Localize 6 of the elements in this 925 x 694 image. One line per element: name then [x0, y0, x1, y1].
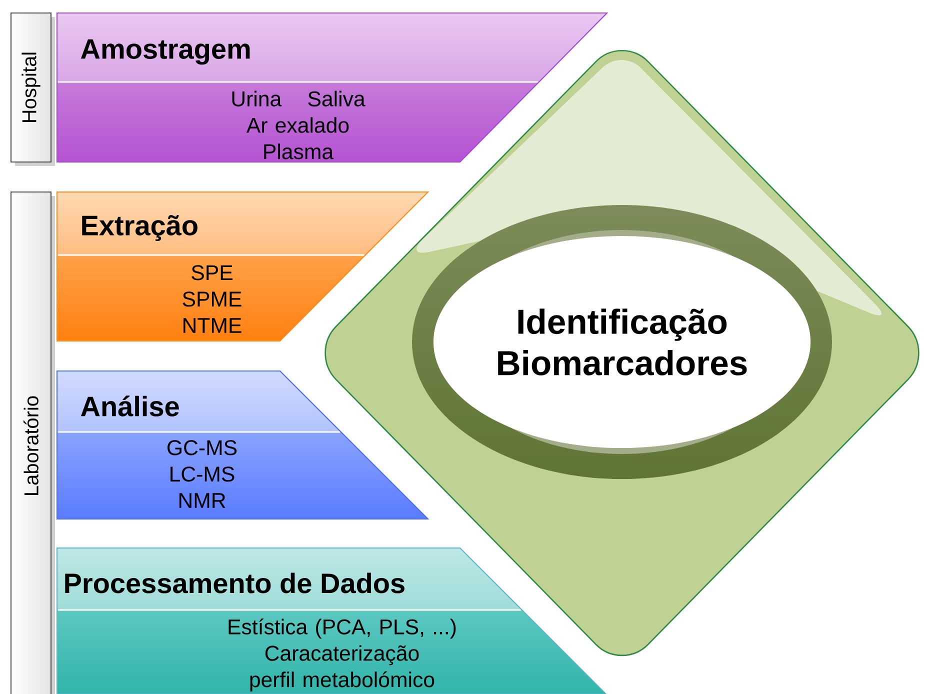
stage-band: Processamento de Dados Estística (PCA, PLS, ...) Caracaterização perfil metabolómico — [56, 547, 608, 694]
stage-label: Laboratório — [10, 191, 55, 694]
stage-band: Amostragem Urina Saliva Ar exalado Plasma — [56, 12, 608, 163]
stage-label: Hospital — [10, 12, 55, 166]
stage-band: Extração SPE SPME NTME — [56, 191, 430, 342]
stage-band: Análise GC-MS LC-MS NMR — [56, 370, 430, 520]
